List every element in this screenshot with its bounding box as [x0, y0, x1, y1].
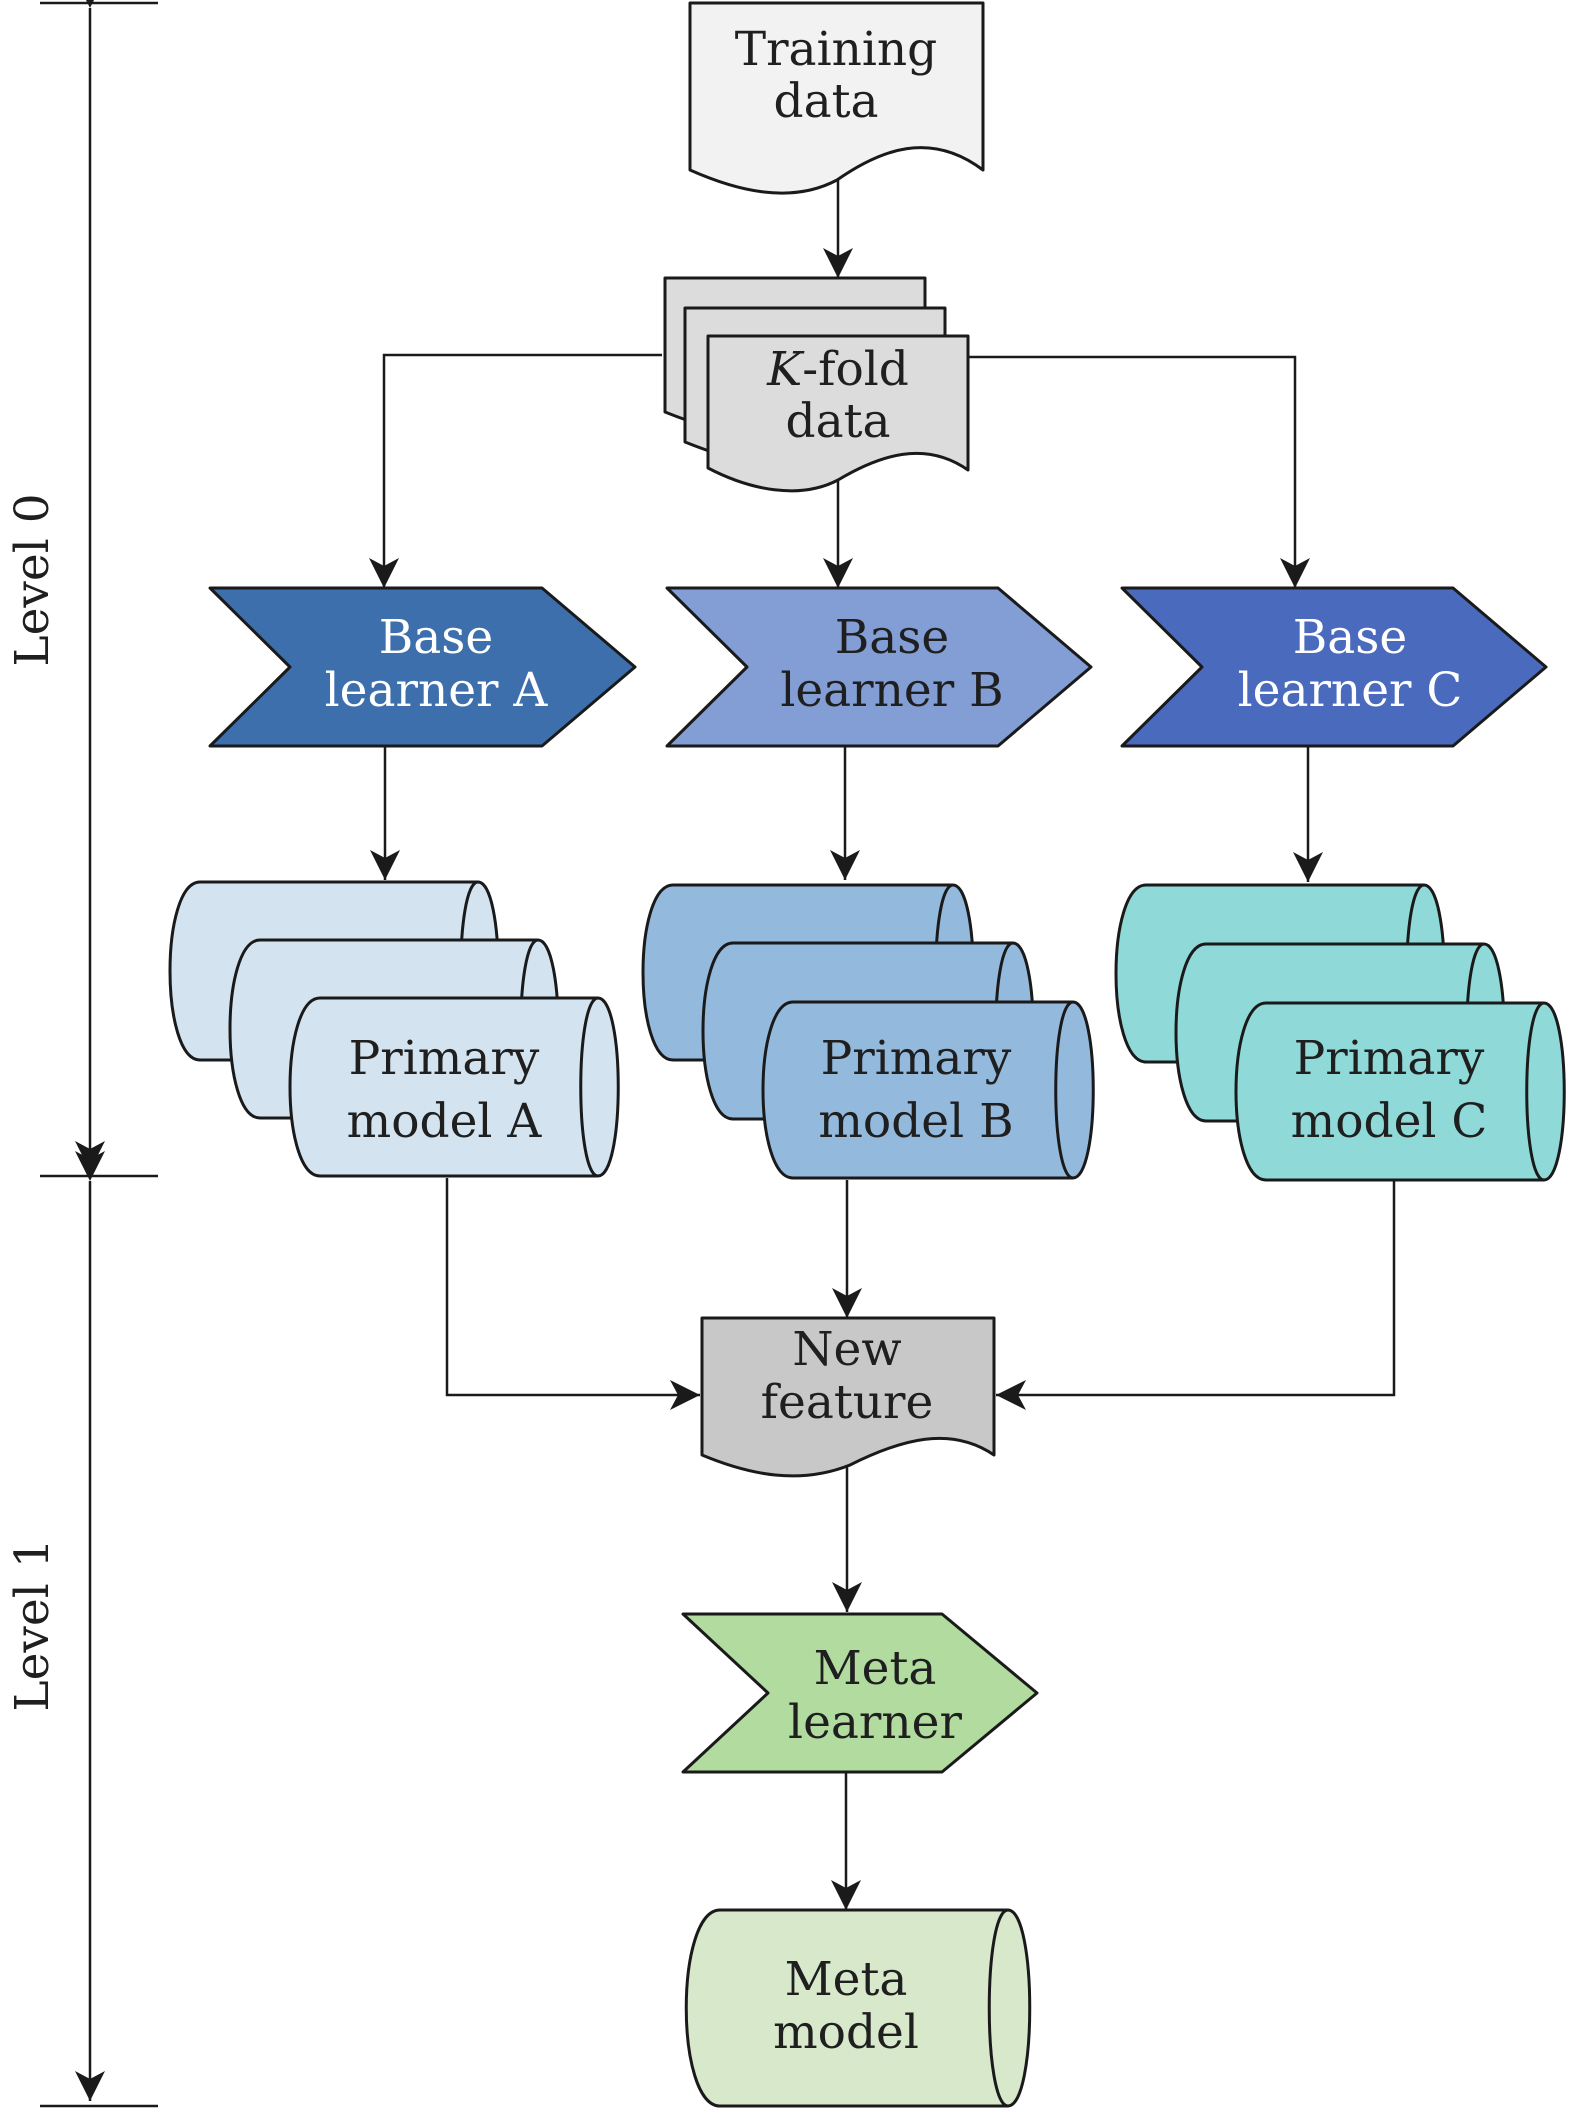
base-learner-c-line2: learner C [1238, 663, 1463, 718]
base-learner-c-line1: Base [1293, 610, 1408, 665]
kfold-data-node: K-fold data [663, 276, 970, 493]
kfold-data-line2: data [785, 394, 890, 449]
meta-learner-line2: learner [788, 1695, 962, 1750]
training-data-line2: data [773, 74, 878, 129]
training-data-line1: Training [735, 22, 938, 77]
base-learner-b-node: Base learner B [665, 586, 1093, 748]
level-0-label: Level 0 [5, 493, 60, 666]
kfold-data-line1: K-fold [766, 342, 909, 397]
meta-model-line1: Meta [785, 1952, 908, 2007]
connectors [369, 172, 1396, 1910]
level-1-label: Level 1 [5, 1538, 60, 1711]
base-learner-c-node: Base learner C [1120, 586, 1548, 748]
base-learner-b-line1: Base [835, 610, 950, 665]
meta-model-line2: model [773, 2005, 919, 2060]
level-0-bracket: Level 0 [5, 0, 158, 1178]
primary-model-b-line2: model B [818, 1094, 1013, 1149]
base-learner-a-node: Base learner A [208, 586, 637, 748]
primary-model-c-line1: Primary [1294, 1031, 1485, 1086]
base-learner-a-line1: Base [379, 610, 494, 665]
primary-model-c-node: Primary model C [1114, 883, 1566, 1182]
base-learner-b-line2: learner B [780, 663, 1003, 718]
primary-model-a-node: Primary model A [168, 880, 620, 1178]
primary-model-b-node: Primary model B [641, 883, 1095, 1180]
training-data-node: Training data [688, 1, 985, 195]
base-learner-a-line2: learner A [325, 663, 549, 718]
new-feature-line2: feature [761, 1375, 934, 1430]
primary-model-a-line2: model A [347, 1094, 543, 1149]
meta-learner-node: Meta learner [681, 1612, 1039, 1774]
meta-model-node: Meta model [684, 1908, 1032, 2108]
primary-model-c-line2: model C [1291, 1094, 1488, 1149]
level-1-bracket: Level 1 [5, 1151, 158, 2108]
primary-model-b-line1: Primary [821, 1031, 1012, 1086]
meta-learner-line1: Meta [814, 1641, 937, 1696]
new-feature-line1: New [792, 1322, 901, 1377]
primary-model-a-line1: Primary [349, 1031, 540, 1086]
new-feature-node: New feature [700, 1316, 996, 1478]
